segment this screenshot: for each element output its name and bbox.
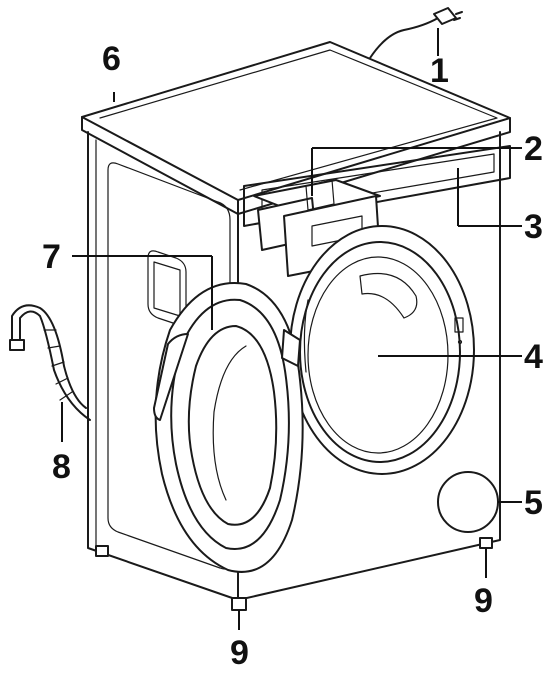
callout-3: 3 [524,208,543,246]
callout-9-front: 9 [230,634,249,669]
callout-4: 4 [524,338,543,376]
control-panel [243,145,511,227]
callout-9-rear: 9 [474,582,493,620]
feet [95,537,493,611]
callout-7: 7 [42,238,61,276]
callout-8: 8 [52,448,71,486]
pump-filter-cover [437,471,499,533]
drain-hose [9,304,91,421]
leader-lines [61,28,522,630]
door-opening [289,225,475,475]
callout-5: 5 [524,484,543,522]
callout-2: 2 [524,130,543,168]
callout-6: 6 [102,40,121,78]
detergent-drawer [253,179,381,277]
side-face [87,131,239,601]
callout-1: 1 [430,52,449,90]
power-cord [369,7,463,59]
door [153,282,304,573]
